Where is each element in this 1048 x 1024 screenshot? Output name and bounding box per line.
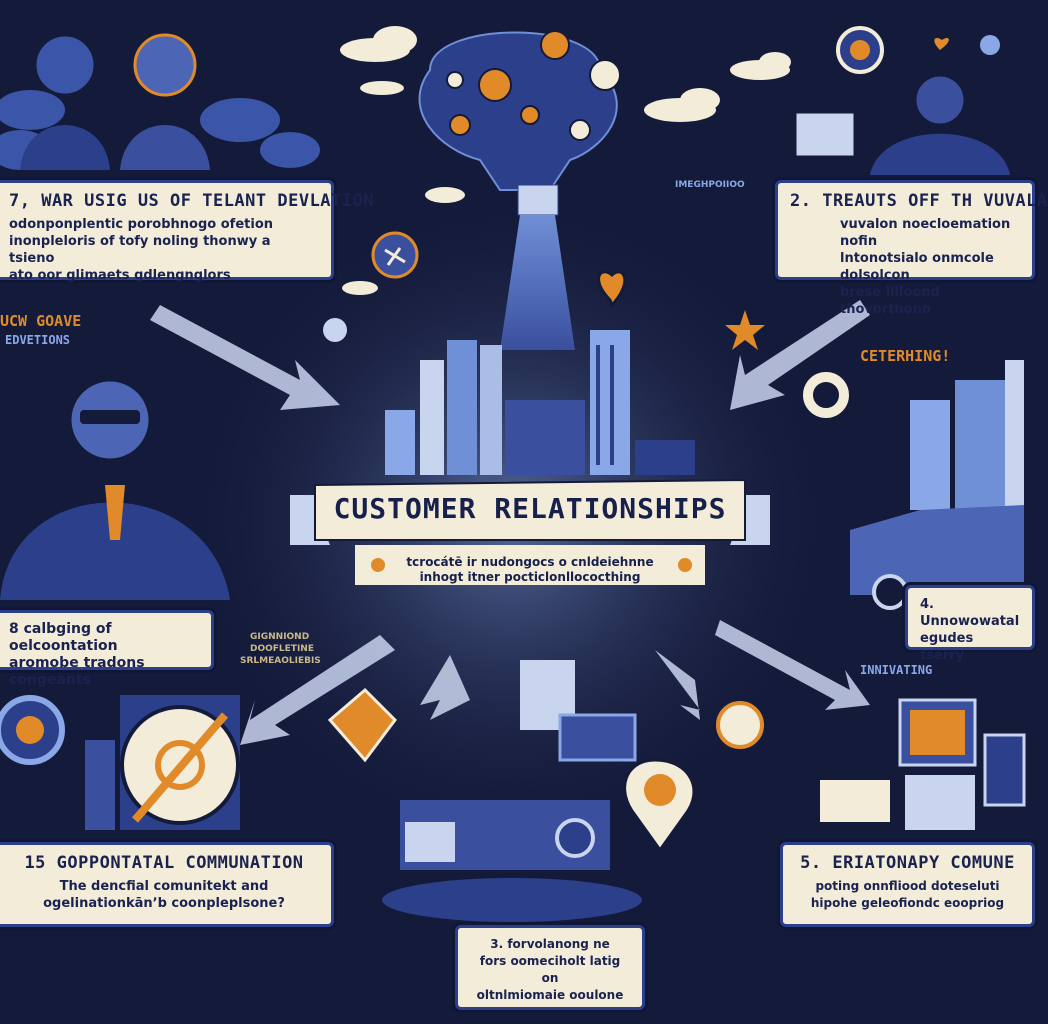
info-panel-1: 7, WAR USIG US OF TELANT DEVLATION odonp… (0, 180, 374, 283)
panel-5-body: The dencfial comunitekt and ogelinationk… (9, 878, 319, 912)
panel-1-line-2: inonpleloris of tofy noling thonwy a tsi… (9, 234, 271, 266)
panel-2-line-3: brese lilloond thovorthono (840, 285, 940, 317)
panel-6-title: 5. ERIATONAPY COMUNE (800, 853, 1015, 873)
info-panel-3: 8 calbging of oelcoontation aromobe trad… (0, 610, 214, 688)
panel-3-line-1: aromobe tradons congeants (9, 655, 145, 688)
main-subtitle-line-2: inhogt itner pocticlonllococthing (419, 570, 641, 584)
main-subtitle-line-1: tcrocátē ir nudongocs o cnldeiehnne (406, 555, 654, 569)
ribbon-shape (290, 478, 770, 585)
label-right-top: CETERHING! (860, 347, 951, 365)
panel-5-line-1: The dencfial comunitekt and (59, 879, 269, 894)
info-panel-4: 4. Unnowowatal egudes tserry (905, 585, 1035, 663)
panel-2-line-2: lntonotsialo onmcole dolsolcon (840, 251, 994, 283)
central-banner: CUSTOMER RELATIONSHIPS tcrocátē ir nudon… (290, 470, 770, 640)
small-label-left-2: DOOFLETINE (250, 644, 314, 654)
panel-6-body: poting onnfliood doteseluti hipohe geleo… (795, 878, 1020, 912)
panel-2-title: 2. TREAUTS OFF TH VUVALA (790, 191, 1048, 211)
panel-7-line-1: 3. forvolanong ne (490, 937, 610, 951)
main-title: CUSTOMER RELATIONSHIPS (333, 492, 727, 525)
panel-7-line-2: fors oomeciholt latig on (479, 954, 621, 985)
panel-7-body: 3. forvolanong ne fors oomeciholt latig … (470, 936, 630, 1004)
small-label-left-1: GIGNNIOND (250, 632, 310, 642)
small-label-left-3: SRLMEAOLIEBIS (240, 656, 321, 666)
background-illustration (0, 26, 1026, 922)
main-subtitle: tcrocátē ir nudongocs o cnldeiehnne inho… (380, 555, 680, 585)
panel-2-body: vuvalon noecloemation nofin lntonotsialo… (790, 216, 1020, 318)
info-panel-6: 5. ERIATONAPY COMUNE poting onnfliood do… (780, 842, 1035, 927)
info-panel-2: 2. TREAUTS OFF TH VUVALA vuvalon noecloe… (775, 180, 1048, 317)
panel-5-line-2: ogelinationkānʼb coonpleplsone? (43, 896, 285, 911)
label-left-sub: EDVETIONS (5, 333, 71, 347)
panel-4-line-1: egudes tserry (920, 631, 974, 663)
label-right-mid: INNIVATING (860, 663, 933, 677)
panel-1-line-1: odonponplentic porobhnogo ofetion (9, 217, 273, 232)
panel-2-line-1: vuvalon noecloemation nofin (840, 217, 1011, 249)
panel-6-line-1: poting onnfliood doteseluti (815, 879, 1000, 893)
info-panel-5: 15 GOPPONTATAL COMMUNATION The dencfial … (0, 842, 334, 927)
panel-7-line-3: oltnlmiomaie ooulone (476, 988, 624, 1002)
panel-1-title: 7, WAR USIG US OF TELANT DEVLATION (9, 191, 374, 211)
panel-3-title: 8 calbging of oelcoontation (9, 621, 118, 654)
panel-4-body: 4. Unnowowatal egudes tserry (920, 596, 1020, 664)
panel-5-title: 15 GOPPONTATAL COMMUNATION (24, 853, 304, 873)
panel-3-body: 8 calbging of oelcoontation aromobe trad… (9, 621, 199, 689)
label-left-top: UCW GOAVE (0, 312, 82, 330)
panel-1-body: odonponplentic porobhnogo ofetion inonpl… (9, 216, 319, 284)
small-label-top-right: IMEGHPOIIOO (675, 180, 745, 190)
panel-4-title: 4. Unnowowatal (920, 597, 1020, 629)
info-panel-7: 3. forvolanong ne fors oomeciholt latig … (455, 925, 645, 1010)
panel-6-line-2: hipohe geleofiondc eoopriog (810, 896, 1005, 910)
panel-1-line-3: ato oor glimaets gdlengnglors (9, 268, 231, 283)
